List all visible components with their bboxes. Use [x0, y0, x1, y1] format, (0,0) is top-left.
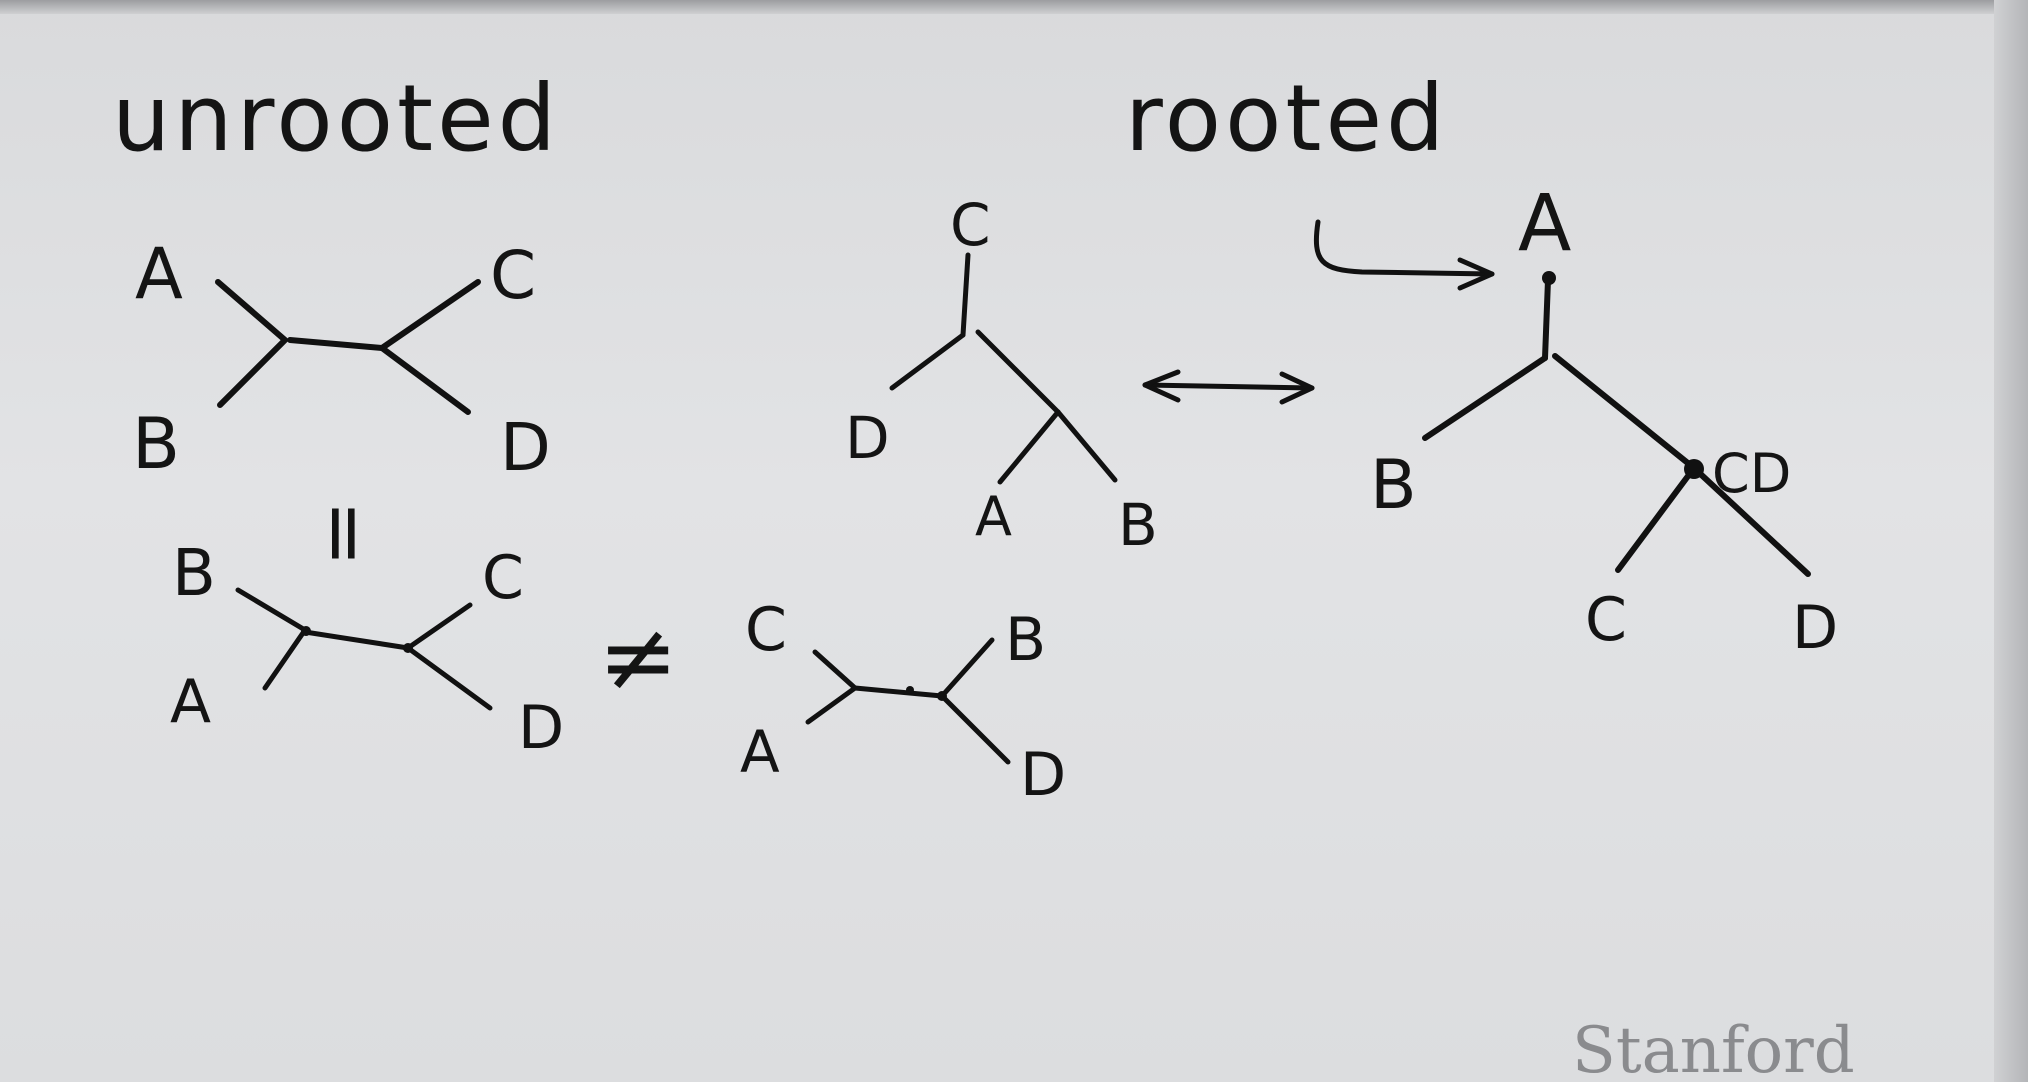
- tree2-branch-c: [405, 602, 473, 651]
- equals-sign: =: [299, 500, 392, 567]
- unrooted-tree-3: C A B D: [740, 595, 1066, 810]
- heading-unrooted: unrooted: [112, 65, 560, 172]
- tree1-label-a: A: [135, 233, 183, 315]
- rtree2-root-node: [1542, 271, 1556, 285]
- tree2-label-c: C: [482, 543, 524, 613]
- rtree1-branch-ab: [975, 329, 1061, 415]
- double-arrow: [1142, 369, 1315, 405]
- tree3-branch-c: [812, 649, 858, 691]
- tree2-label-a: A: [170, 667, 211, 737]
- tree3-label-b: B: [1005, 605, 1046, 675]
- rtree1-label-a: A: [975, 485, 1012, 548]
- rtree2-label-a: A: [1518, 179, 1571, 269]
- rtree2-label-b: B: [1370, 446, 1417, 525]
- rtree2-label-cd: CD: [1712, 442, 1791, 505]
- tree3-node-right: [937, 691, 947, 701]
- unrooted-tree-2: B A C D: [170, 537, 564, 763]
- stanford-logo: Stanford: [1572, 1014, 1855, 1082]
- rtree1-branch-a: [997, 409, 1061, 485]
- tree1-branch-c: [379, 279, 481, 351]
- tree2-branch-a: [262, 627, 308, 691]
- tree1-label-b: B: [132, 403, 180, 485]
- double-arrow-left-head: [1142, 369, 1181, 403]
- rtree2-branch-c: [1615, 465, 1697, 573]
- rtree2-branch-b: [1422, 355, 1548, 441]
- rtree2-label-d: D: [1792, 593, 1838, 663]
- rtree1-root-edge: [960, 252, 971, 338]
- tree2-node-right: [403, 643, 413, 653]
- tree3-label-a: A: [740, 718, 780, 786]
- board-frame-right: [1994, 0, 2028, 1082]
- rtree1-label-b: B: [1118, 491, 1158, 559]
- rtree1-label-d: D: [845, 404, 890, 472]
- rtree1-branch-d: [889, 332, 966, 391]
- rtree1-branch-b: [1055, 409, 1118, 483]
- tree1-label-c: C: [490, 237, 536, 314]
- double-arrow-shaft: [1142, 382, 1315, 391]
- board-frame-top: [0, 0, 2028, 14]
- tree3-branch-a: [805, 685, 858, 725]
- tree2-internal-edge: [302, 629, 411, 651]
- tree3-internal-edge: [852, 685, 945, 699]
- tree1-branch-ab: [215, 279, 288, 408]
- rooted-tree-2: A B CD C D: [1370, 179, 1838, 663]
- unrooted-tree-1: A B C D: [132, 233, 551, 486]
- rooting-arrow: [1313, 219, 1495, 291]
- rtree1-label-c: C: [950, 191, 991, 259]
- rooting-arrow-shaft: [1313, 219, 1495, 277]
- rooting-arrow-head: [1457, 257, 1495, 291]
- double-arrow-right-head: [1279, 371, 1315, 405]
- heading-rooted: rooted: [1125, 65, 1448, 172]
- tree3-branch-d: [939, 693, 1011, 765]
- not-equal-sign: ≠: [598, 601, 678, 713]
- rooted-tree-1: C D A B: [845, 191, 1158, 559]
- rtree2-root-edge: [1542, 277, 1551, 361]
- tree3-node-mid: [906, 686, 914, 694]
- rtree2-branch-d: [1691, 465, 1811, 577]
- tree1-internal-edge: [287, 337, 385, 351]
- tree2-node-left: [301, 626, 311, 636]
- tree2-label-b: B: [172, 537, 216, 611]
- tree1-label-d: D: [500, 409, 551, 486]
- rtree2-label-c: C: [1585, 585, 1627, 655]
- tree2-branch-b: [235, 587, 308, 633]
- tree3-label-d: D: [1020, 740, 1066, 810]
- tree3-label-c: C: [745, 595, 787, 665]
- tree3-branch-b: [939, 637, 995, 699]
- rtree2-branch-cd: [1552, 353, 1697, 471]
- tree2-label-d: D: [518, 693, 564, 763]
- rtree2-cd-node: [1684, 459, 1704, 479]
- tree2-branch-d: [405, 645, 493, 711]
- tree1-branch-d: [379, 345, 471, 415]
